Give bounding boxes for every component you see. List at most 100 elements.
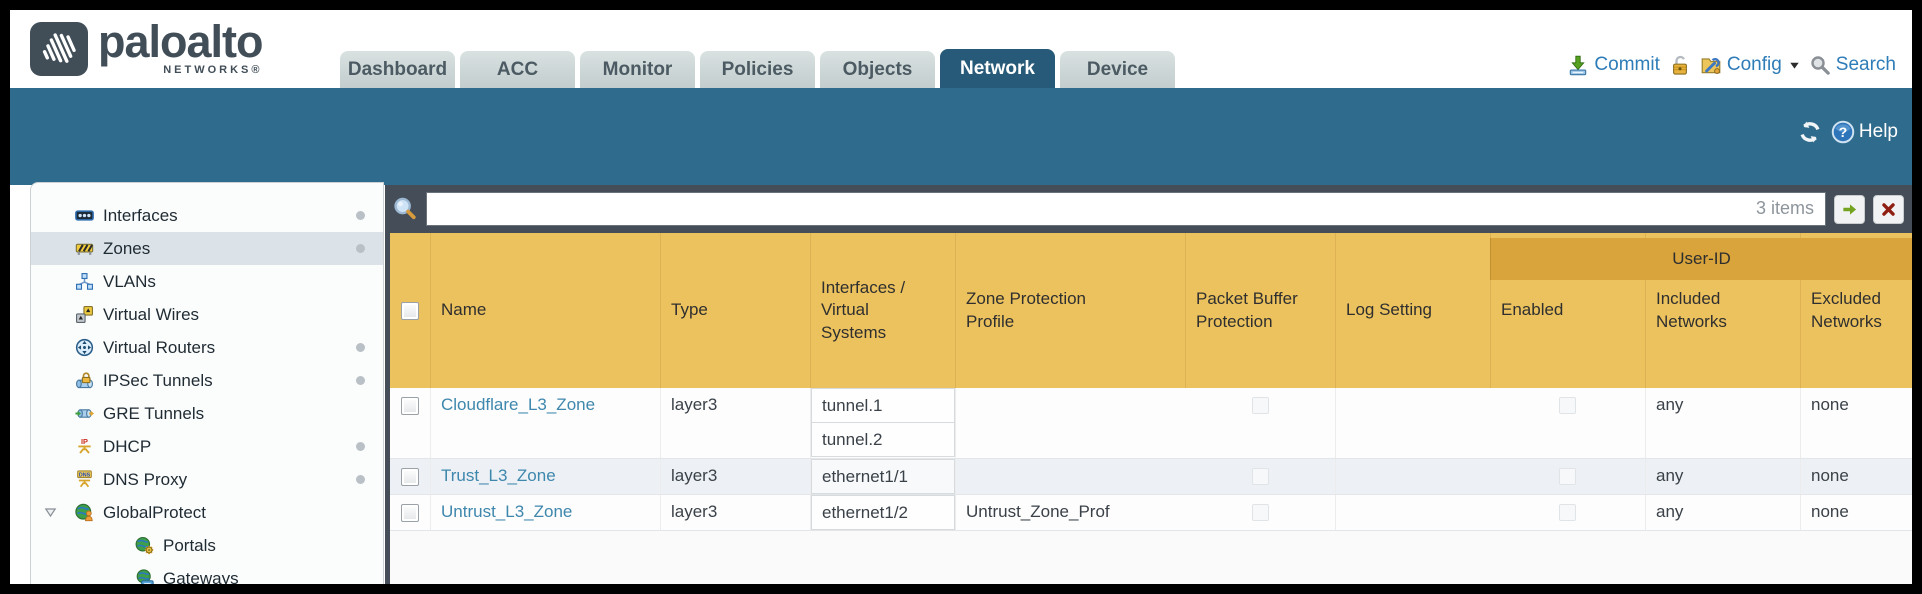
row-checkbox[interactable]	[401, 397, 419, 415]
brand-subtitle: NETWORKS®	[163, 64, 263, 76]
sidebar-item-ipsec-tunnels[interactable]: IPSec Tunnels	[31, 364, 383, 397]
zone-name-link[interactable]: Trust_L3_Zone	[441, 466, 556, 485]
refresh-icon[interactable]	[1798, 120, 1822, 144]
tab-network[interactable]: Network	[940, 49, 1055, 88]
log-setting-cell	[1335, 459, 1490, 494]
svg-text:?: ?	[1839, 125, 1848, 141]
filter-input[interactable]	[426, 192, 1826, 226]
log-setting-cell	[1335, 495, 1490, 530]
sidebar-item-globalprotect[interactable]: GlobalProtect	[31, 496, 383, 529]
table-row[interactable]: Untrust_L3_Zone layer3 ethernet1/2 Untru…	[390, 495, 1912, 531]
column-header-excluded-networks[interactable]: Excluded Networks	[1800, 233, 1912, 388]
virtual-wires-icon	[75, 305, 94, 324]
column-header-enabled[interactable]: Enabled	[1490, 233, 1645, 388]
zone-name-cell: Untrust_L3_Zone	[430, 495, 660, 530]
sidebar-item-virtual-routers[interactable]: Virtual Routers	[31, 331, 383, 364]
sidebar-item-portals[interactable]: Portals	[31, 529, 383, 562]
help-label: Help	[1858, 121, 1898, 142]
log-setting-cell	[1335, 388, 1490, 458]
zone-interfaces-cell: ethernet1/1	[810, 459, 955, 494]
sidebar-item-gre-tunnels[interactable]: GRE Tunnels	[31, 397, 383, 430]
apply-filter-button[interactable]	[1834, 194, 1865, 224]
help-button[interactable]: ? Help	[1831, 120, 1898, 144]
sidebar-item-label: Gateways	[163, 568, 239, 585]
select-all-checkbox[interactable]	[401, 301, 419, 320]
zone-type-cell: layer3	[660, 388, 810, 458]
tab-monitor[interactable]: Monitor	[580, 51, 695, 88]
help-icon: ?	[1831, 120, 1855, 144]
column-header-packet-buffer-protection[interactable]: Packet Buffer Protection	[1185, 233, 1335, 388]
packet-buffer-protection-checkbox	[1251, 397, 1269, 414]
main-panel: 3 items Name Type Interfaces / Virtual S…	[385, 185, 1912, 584]
header-band: ? Help	[10, 88, 1912, 185]
excluded-networks-cell: none	[1800, 459, 1912, 494]
included-networks-cell: any	[1645, 388, 1800, 458]
tab-device[interactable]: Device	[1060, 51, 1175, 88]
user-id-enabled-checkbox	[1559, 468, 1576, 485]
tab-acc[interactable]: ACC	[460, 51, 575, 88]
sidebar-item-label: Virtual Wires	[103, 304, 200, 324]
zone-name-link[interactable]: Untrust_L3_Zone	[441, 502, 573, 521]
sidebar-item-dns-proxy[interactable]: DNS DNS Proxy	[31, 463, 383, 496]
column-header-name[interactable]: Name	[430, 233, 660, 388]
sidebar-item-label: VLANs	[103, 271, 156, 291]
sidebar-item-virtual-wires[interactable]: Virtual Wires	[31, 298, 383, 331]
config-menu-button[interactable]: Config	[1700, 54, 1800, 76]
commit-icon	[1567, 54, 1589, 76]
commit-label: Commit	[1594, 54, 1660, 75]
included-networks-cell: any	[1645, 495, 1800, 530]
paloalto-logo-icon	[30, 22, 88, 76]
column-header-zone-protection-profile[interactable]: Zone Protection Profile	[955, 233, 1185, 388]
vlans-icon	[75, 272, 94, 291]
gateways-icon	[135, 569, 154, 584]
commit-button[interactable]: Commit	[1567, 54, 1660, 76]
sidebar-item-label: DNS Proxy	[103, 469, 188, 489]
band-tools: ? Help	[1798, 120, 1898, 144]
table-row[interactable]: Trust_L3_Zone layer3 ethernet1/1 any non…	[390, 459, 1912, 495]
tab-objects[interactable]: Objects	[820, 51, 935, 88]
sidebar-item-gateways[interactable]: Gateways	[31, 562, 383, 584]
column-header-interfaces[interactable]: Interfaces / Virtual Systems	[810, 233, 955, 388]
sidebar-item-label: IPSec Tunnels	[103, 370, 213, 390]
column-header-included-networks[interactable]: Included Networks	[1645, 233, 1800, 388]
filter-field-wrap: 3 items	[426, 192, 1826, 226]
zone-interfaces-cell: ethernet1/2	[810, 495, 955, 530]
clear-filter-button[interactable]	[1873, 194, 1904, 224]
global-search-button[interactable]: Search	[1809, 54, 1896, 76]
sidebar-item-zones[interactable]: Zones	[31, 232, 383, 265]
column-group-user-id: User-ID	[1490, 238, 1912, 280]
zone-name-link[interactable]: Cloudflare_L3_Zone	[441, 395, 596, 414]
zones-icon	[75, 239, 94, 258]
caret-down-icon	[1789, 60, 1800, 70]
tab-policies[interactable]: Policies	[700, 51, 815, 88]
status-dot	[356, 244, 365, 253]
sidebar-item-interfaces[interactable]: Interfaces	[31, 199, 383, 232]
status-dot	[356, 211, 365, 220]
column-header-log-setting[interactable]: Log Setting	[1335, 233, 1490, 388]
row-checkbox[interactable]	[401, 504, 419, 522]
tab-dashboard[interactable]: Dashboard	[340, 51, 455, 88]
search-label: Search	[1835, 54, 1896, 75]
filter-search-icon	[392, 196, 418, 222]
interface-value: tunnel.2	[811, 422, 955, 457]
row-checkbox[interactable]	[401, 468, 419, 486]
packet-buffer-protection-cell	[1185, 388, 1335, 458]
filter-bar: 3 items	[390, 185, 1912, 233]
interface-value: ethernet1/2	[811, 495, 955, 530]
table-header: Name Type Interfaces / Virtual Systems Z…	[390, 233, 1912, 388]
column-header-type[interactable]: Type	[660, 233, 810, 388]
lock-icon[interactable]	[1669, 54, 1691, 76]
sidebar-item-label: Interfaces	[103, 205, 178, 225]
status-dot	[356, 442, 365, 451]
expander-down-icon[interactable]	[44, 506, 57, 519]
svg-text:DNS: DNS	[79, 472, 91, 478]
sidebar-item-vlans[interactable]: VLANs	[31, 265, 383, 298]
sidebar-item-dhcp[interactable]: IP DHCP	[31, 430, 383, 463]
